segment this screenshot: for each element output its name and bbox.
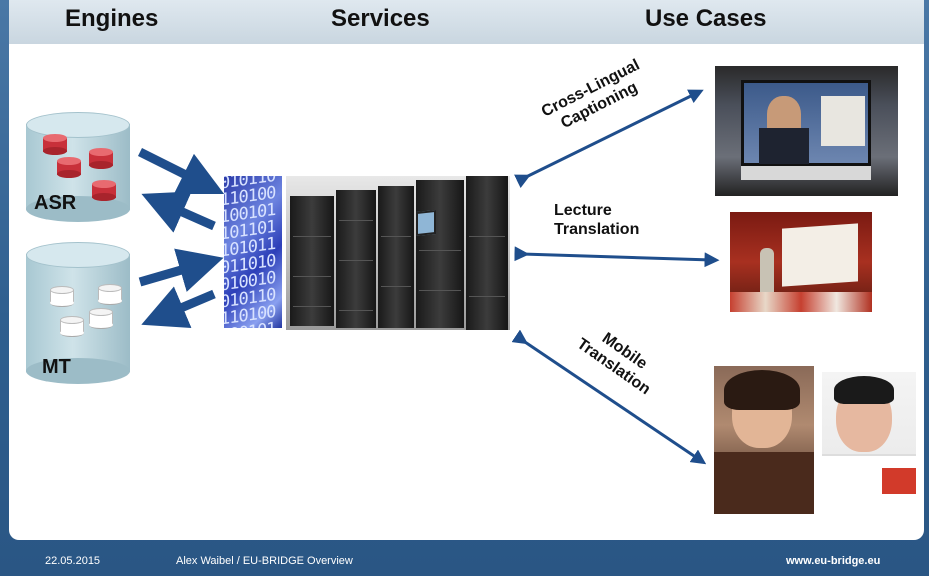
- engines-title: Engines: [65, 5, 159, 32]
- woman-phone-photo: [714, 366, 814, 514]
- server-rack-image: [286, 176, 510, 330]
- mt-label: MT: [42, 356, 71, 378]
- asr-label: ASR: [34, 192, 77, 214]
- data-cylinder-icon: [60, 316, 84, 337]
- binary-data-image: 010110 110100 100101 101101 101011 01101…: [224, 176, 282, 328]
- footer-author: Alex Waibel / EU-BRIDGE Overview: [176, 555, 353, 567]
- lecture-label-line2: Translation: [554, 221, 640, 238]
- services-to-mt-arrow: [141, 286, 216, 328]
- presenter-figure-icon: [760, 248, 774, 296]
- lecture-room-photo: [730, 212, 872, 312]
- footer-date: 22.05.2015: [45, 555, 101, 567]
- mobile-arrow: [511, 329, 707, 465]
- mt-to-services-arrow: [138, 248, 224, 292]
- services-title: Services: [331, 5, 430, 32]
- services-to-asr-arrow: [141, 191, 216, 233]
- footer-url[interactable]: www.eu-bridge.eu: [786, 555, 881, 567]
- asr-to-services-arrow: [137, 147, 225, 195]
- data-cylinder-icon: [98, 284, 122, 305]
- data-cylinder-icon: [89, 148, 113, 169]
- asr-database-icon: [26, 112, 130, 222]
- mt-database-icon: [26, 242, 130, 384]
- data-cylinder-icon: [57, 157, 81, 178]
- data-cylinder-icon: [92, 180, 116, 201]
- man-phone-photo: [822, 372, 916, 494]
- data-cylinder-icon: [43, 134, 67, 155]
- use-cases-title: Use Cases: [645, 5, 767, 32]
- header-band: Engines Services Use Cases: [9, 0, 924, 44]
- lecture-label-line1: Lecture: [554, 202, 612, 219]
- footer: 22.05.2015 Alex Waibel / EU-BRIDGE Overv…: [0, 540, 929, 576]
- lecture-arrow: [514, 246, 720, 268]
- data-cylinder-icon: [50, 286, 74, 307]
- data-cylinder-icon: [89, 308, 113, 329]
- news-broadcast-photo: [715, 66, 898, 196]
- lecture-label: Lecture Translation: [554, 201, 674, 239]
- captioning-arrow: [513, 89, 704, 189]
